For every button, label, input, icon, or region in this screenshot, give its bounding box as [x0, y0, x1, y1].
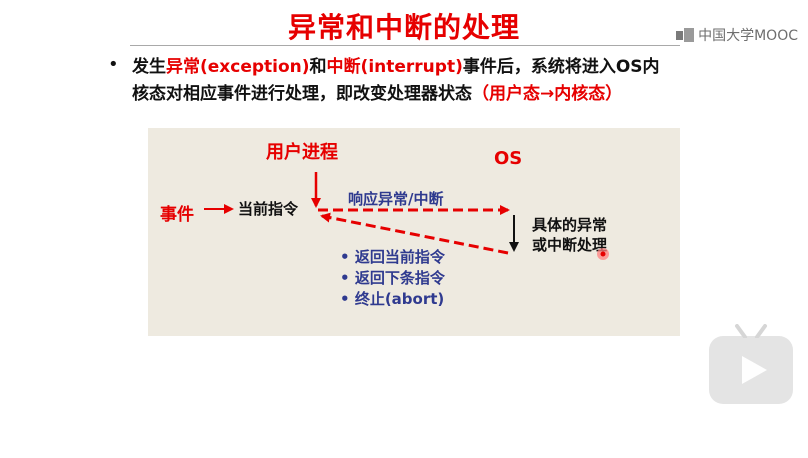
play-button[interactable] — [709, 324, 793, 404]
bullet-text: 和 — [309, 57, 327, 77]
diagram-panel: 用户进程 OS 事件 当前指令 响应异常/中断 具体的异常 或中断处理 • 返回… — [148, 128, 680, 336]
return-arrow — [320, 212, 509, 255]
mooc-logo-icon — [676, 28, 695, 42]
bullet-text: 发生 — [132, 57, 166, 77]
handling-label-line2: 或中断处理 — [532, 236, 608, 254]
play-icon — [742, 356, 767, 384]
return-option-label: 返回下条指令 — [354, 269, 445, 287]
bullet-marker: • — [108, 54, 119, 75]
slide-title: 异常和中断的处理 — [287, 11, 520, 44]
bullet-line-2: 核态对相应事件进行处理，即改变处理器状态（用户态→内核态） — [132, 79, 622, 104]
diagram-arrows — [204, 172, 519, 255]
os-label: OS — [494, 148, 523, 169]
bullet-text: 事件后，系统将进入OS内 — [462, 57, 660, 77]
bullet-exception-term: 异常(exception) — [166, 57, 310, 77]
user-process-label: 用户进程 — [266, 142, 338, 163]
bullet-mode-change: （用户态→内核态） — [472, 84, 623, 104]
response-label: 响应异常/中断 — [348, 190, 444, 208]
return-option-label: 返回当前指令 — [354, 248, 445, 266]
cursor-icon — [597, 248, 609, 260]
bullet-text: 核态对相应事件进行处理，即改变处理器状态 — [132, 84, 472, 104]
bullet-line-1: 发生异常(exception)和中断(interrupt)事件后，系统将进入OS… — [132, 52, 660, 77]
watermark: 中国大学MOOC — [676, 22, 798, 48]
handling-label-line1: 具体的异常 — [532, 216, 608, 234]
return-option: • 终止(abort) — [340, 290, 445, 308]
return-option: • 返回当前指令 — [340, 248, 445, 266]
title-divider — [130, 45, 680, 46]
play-button-ears — [735, 324, 767, 338]
return-option-label: 终止(abort) — [354, 290, 445, 308]
bullet-interrupt-term: 中断(interrupt) — [326, 57, 463, 77]
current-instruction-label: 当前指令 — [238, 200, 299, 218]
event-label: 事件 — [160, 205, 194, 225]
return-option: • 返回下条指令 — [340, 269, 445, 287]
watermark-text: 中国大学MOOC — [698, 28, 798, 44]
